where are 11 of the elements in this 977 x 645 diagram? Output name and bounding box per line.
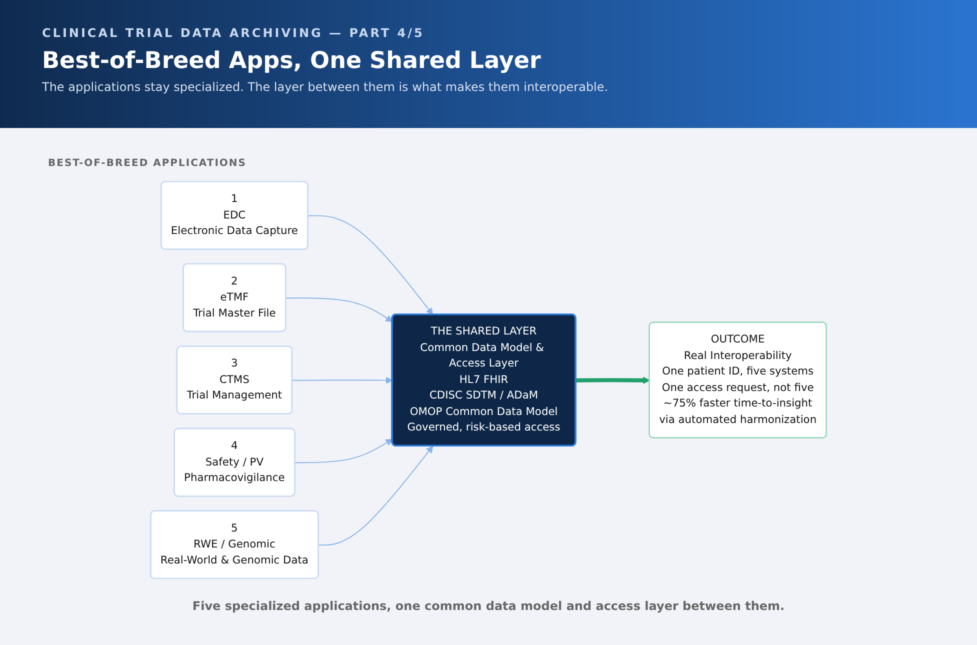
arrow (292, 376, 393, 384)
arrow (308, 215, 434, 315)
subtitle: The applications stay specialized. The layer between them is what makes them interoperable. (42, 80, 610, 94)
kicker-text: CLINICAL TRIAL DATA ARCHIVING — PART 4/5 (42, 26, 426, 40)
title: Best-of-Breed Apps, One Shared Layer (42, 48, 542, 74)
arrow (318, 446, 434, 546)
arrow (576, 376, 650, 384)
section-heading: BEST-OF-BREED APPLICATIONS (48, 158, 248, 169)
arrow (286, 298, 393, 322)
caption: Five specialized applications, one common data model and access layer between them. (191, 599, 786, 613)
arrow (294, 438, 393, 464)
